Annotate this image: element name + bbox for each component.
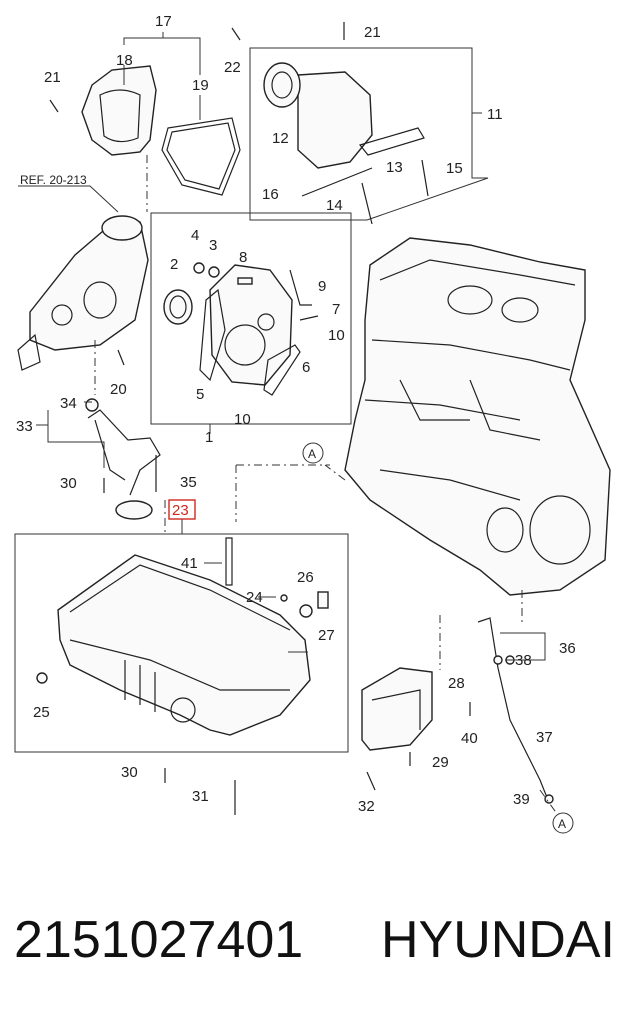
callout-40: 40: [461, 730, 478, 747]
callout-10: 10: [234, 411, 251, 428]
callout-31: 31: [192, 788, 209, 805]
group-box-23: [14, 533, 349, 753]
callout-23: 23: [172, 502, 189, 519]
callout-39: 39: [513, 791, 530, 808]
callout-11: 11: [487, 106, 503, 123]
marker-a-engine: A: [302, 442, 324, 464]
gasket-19[interactable]: [161, 117, 241, 196]
callout-3: 3: [209, 237, 217, 254]
callout-27: 27: [318, 627, 335, 644]
callout-labels: 17 18 19 21 22 21 11 12 13 15 16 14 REF.…: [16, 13, 576, 815]
dipstick-tube-41[interactable]: [225, 537, 233, 586]
callout-21: 21: [364, 24, 381, 41]
callout-10: 10: [328, 327, 345, 344]
highlighted-part-23[interactable]: 23: [168, 499, 196, 520]
gasket-5[interactable]: [199, 288, 226, 382]
callout-32: 32: [358, 798, 375, 815]
bolts[interactable]: [36, 22, 554, 815]
callout-38: 38: [515, 652, 532, 669]
marker-a-dipstick: A: [552, 812, 574, 834]
dipstick-37[interactable]: [477, 617, 549, 801]
callout-41: 41: [181, 555, 198, 572]
callout-28: 28: [448, 675, 465, 692]
gasket-6[interactable]: [263, 344, 301, 396]
callout-5: 5: [196, 386, 204, 403]
callout-19: 19: [192, 77, 209, 94]
marker-a-label: A: [308, 447, 316, 461]
callout-35: 35: [180, 474, 197, 491]
engine-block[interactable]: [344, 237, 611, 596]
callout-2: 2: [170, 256, 178, 273]
callout-17: 17: [155, 13, 172, 30]
callout-8: 8: [239, 249, 247, 266]
callout-34: 34: [60, 395, 77, 412]
oil-seal-2[interactable]: [163, 289, 193, 325]
callout-30: 30: [121, 764, 138, 781]
callout-6: 6: [302, 359, 310, 376]
callout-24: 24: [246, 589, 263, 606]
callout-12: 12: [272, 130, 289, 147]
timing-cover-right[interactable]: [263, 62, 429, 225]
leader-lines: [18, 32, 561, 819]
group-box-11: [249, 47, 489, 221]
callout-20: 20: [110, 381, 127, 398]
baffle-28[interactable]: [361, 667, 433, 751]
brand-name: HYUNDAI: [380, 911, 615, 969]
callout-15: 15: [446, 160, 463, 177]
callout-30: 30: [60, 475, 77, 492]
callout-13: 13: [386, 159, 403, 176]
oil-pump-housing[interactable]: [17, 215, 149, 371]
callout-22: 22: [224, 59, 241, 76]
part-number: 2151027401: [14, 911, 304, 969]
callout-21: 21: [44, 69, 61, 86]
small-parts-3-4-8[interactable]: [193, 262, 319, 321]
callout-16: 16: [262, 186, 279, 203]
callout-26: 26: [297, 569, 314, 586]
callout-29: 29: [432, 754, 449, 771]
reference-label: REF. 20-213: [20, 173, 87, 187]
exploded-parts-diagram: 17 18 19 21 22 21 11 12 13 15 16 14 REF.…: [14, 13, 611, 834]
oil-strainer[interactable]: [85, 398, 161, 520]
callout-25: 25: [33, 704, 50, 721]
oil-pan[interactable]: [57, 554, 311, 736]
marker-a-label: A: [558, 817, 566, 831]
callout-37: 37: [536, 729, 553, 746]
front-cover-plate[interactable]: [209, 264, 293, 386]
callout-14: 14: [326, 197, 343, 214]
callout-9: 9: [318, 278, 326, 295]
callout-33: 33: [16, 418, 33, 435]
callout-36: 36: [559, 640, 576, 657]
callout-18: 18: [116, 52, 133, 69]
timing-cover-upper[interactable]: [81, 65, 157, 156]
callout-1: 1: [205, 429, 213, 446]
group-box-1: [150, 212, 352, 425]
callout-7: 7: [332, 301, 340, 318]
callout-4: 4: [191, 227, 199, 244]
part-caption: 2151027401 HYUNDAI: [0, 895, 629, 985]
